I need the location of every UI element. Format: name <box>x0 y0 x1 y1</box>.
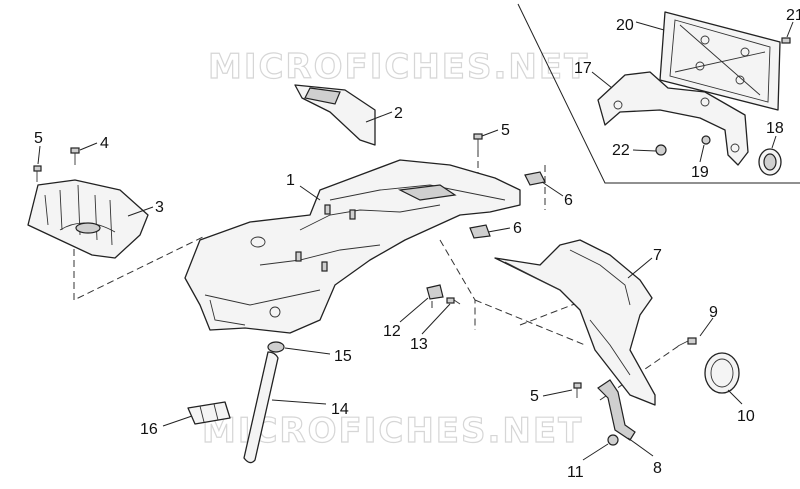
callout-2: 2 <box>394 105 403 122</box>
part-2-cover <box>294 84 376 146</box>
callout-11: 11 <box>567 464 584 481</box>
inset-border <box>517 3 800 184</box>
screw-5-left <box>33 165 42 182</box>
nut-22 <box>655 144 667 156</box>
part-20-plate-holder <box>659 11 781 111</box>
callout-7: 7 <box>653 247 662 264</box>
callout-20: 20 <box>616 17 634 34</box>
callout-5-middle: 5 <box>501 122 510 139</box>
screw-13 <box>446 297 461 305</box>
part-17-plate-bracket <box>597 71 749 166</box>
clamp-16 <box>187 401 231 425</box>
screw-4 <box>70 147 80 165</box>
hose-14 <box>243 351 279 464</box>
part-1-undertray <box>184 159 521 334</box>
callout-9: 9 <box>709 304 718 321</box>
callout-5-left: 5 <box>34 130 43 147</box>
callout-5-lower: 5 <box>530 388 539 405</box>
callout-10: 10 <box>737 408 755 425</box>
nut-11 <box>607 434 619 446</box>
reflector-10 <box>704 352 740 394</box>
callout-15: 15 <box>334 348 352 365</box>
part-7-fender <box>494 239 656 406</box>
callout-13: 13 <box>410 336 428 353</box>
grommet-18 <box>758 148 782 176</box>
callout-6-lower: 6 <box>513 220 522 237</box>
clip-6-lower <box>469 224 491 239</box>
bracket-8 <box>597 379 636 441</box>
callout-8: 8 <box>653 460 662 477</box>
callout-6-upper: 6 <box>564 192 573 209</box>
screw-5-middle <box>473 133 483 150</box>
leader-lines <box>37 21 794 461</box>
watermark-top: MICROFICHES.NET <box>208 47 589 87</box>
clip-6-upper <box>524 171 546 186</box>
screw-9 <box>677 337 697 347</box>
grommet-15 <box>267 341 285 353</box>
part-3-tray <box>27 179 149 259</box>
callout-1: 1 <box>286 172 295 189</box>
callout-18: 18 <box>766 120 784 137</box>
callout-17: 17 <box>574 60 592 77</box>
callout-14: 14 <box>331 401 349 418</box>
screw-5-lower <box>573 382 582 398</box>
callout-21: 21 <box>786 7 800 24</box>
callout-19: 19 <box>691 164 709 181</box>
callout-22: 22 <box>612 142 630 159</box>
callout-12: 12 <box>383 323 401 340</box>
nut-19 <box>701 135 711 145</box>
callout-3: 3 <box>155 199 164 216</box>
callout-4: 4 <box>100 135 109 152</box>
clip-12 <box>426 284 444 300</box>
callout-16: 16 <box>140 421 158 438</box>
screw-21 <box>781 37 791 44</box>
